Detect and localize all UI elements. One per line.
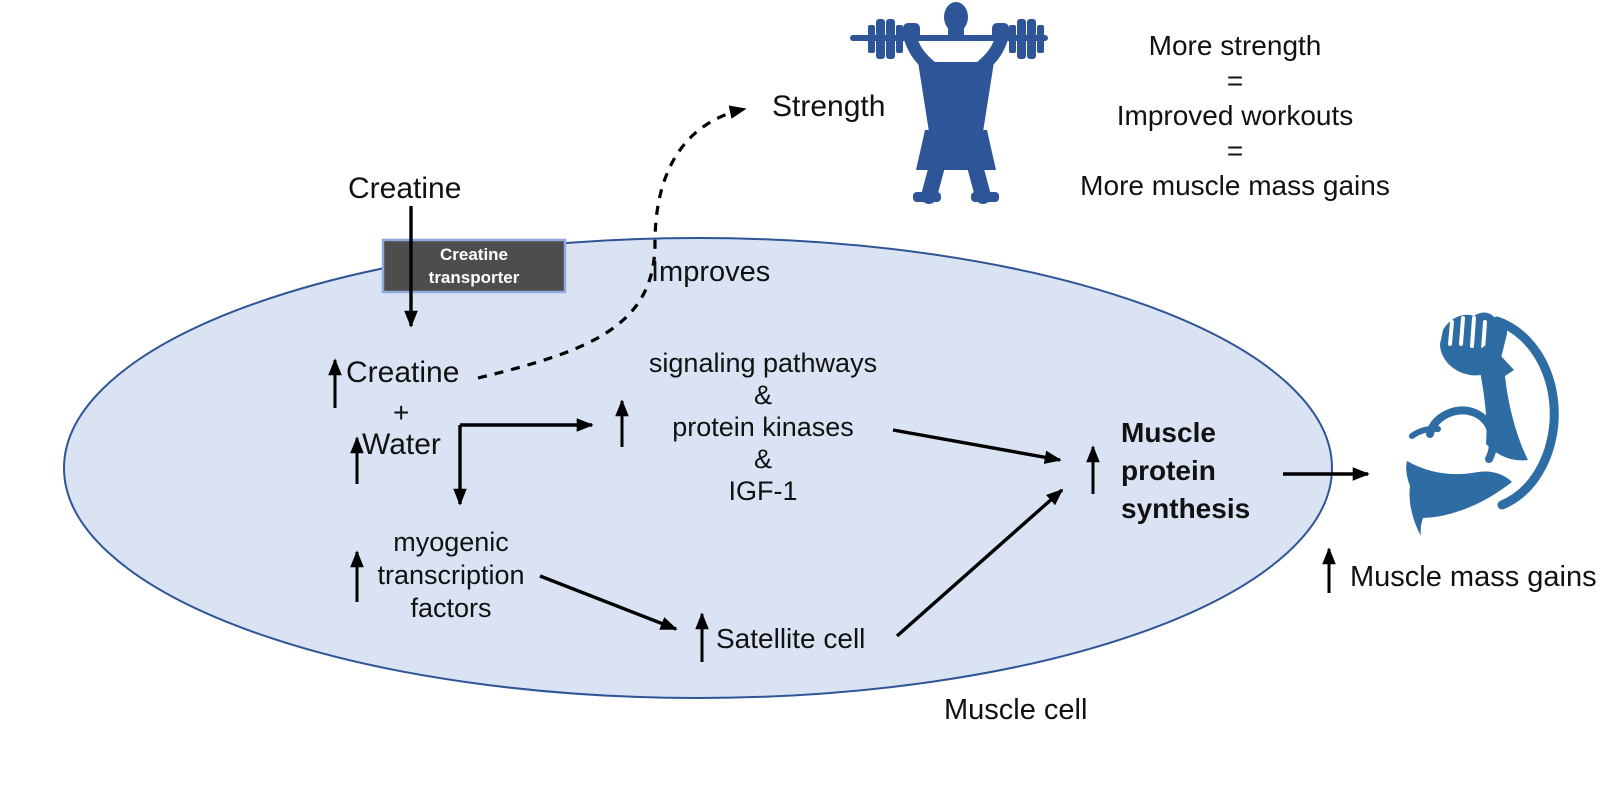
strength-label: Strength [772, 90, 886, 123]
ampersand: & [753, 444, 772, 474]
creatine-intracellular-label: Creatine [346, 356, 460, 389]
ampersand: & [753, 380, 772, 410]
satellite-to-mps-arrow [895, 488, 1064, 638]
transporter-line-1: Creatine [439, 245, 509, 264]
muscle-protein-synthesis-block: Muscle protein synthesis [1121, 414, 1250, 528]
equation-line: Improved workouts [1116, 100, 1354, 131]
weightlifter-icon [850, 2, 1048, 204]
signaling-pathways-block: signaling pathways & protein kinases & I… [613, 347, 913, 507]
creatine-transporter-box [381, 238, 567, 294]
muscle-cell-ellipse [63, 237, 1333, 699]
flexed-bicep-icon [1406, 312, 1559, 536]
mps-line: synthesis [1121, 493, 1251, 524]
signaling-to-mps-arrow [892, 428, 1062, 464]
creatine-extracellular-label: Creatine [348, 172, 462, 205]
myogenic-transcription-factors-block: myogenic transcription factors [301, 526, 601, 625]
myogenic-line: factors [410, 593, 492, 623]
transporter-line-2: transporter [428, 268, 520, 287]
plus-sign: + [393, 397, 410, 428]
strength-equation-block: More strength = Improved workouts = More… [1035, 28, 1435, 203]
water-label: Water [362, 428, 441, 461]
signaling-line: signaling pathways [648, 348, 878, 378]
myogenic-line: transcription [377, 560, 525, 590]
signaling-line: IGF-1 [728, 476, 798, 506]
equals-sign: = [1226, 135, 1244, 166]
signaling-line: protein kinases [672, 412, 854, 442]
improves-label: Improves [651, 256, 771, 288]
mps-line: protein [1121, 455, 1216, 486]
myogenic-to-satellite-arrow [539, 574, 678, 631]
creatine-transporter-label: Creatine transporter [383, 240, 565, 292]
myogenic-line: myogenic [393, 527, 509, 557]
muscle-mass-gains-label: Muscle mass gains [1350, 561, 1597, 593]
mps-line: Muscle [1121, 417, 1216, 448]
equals-sign: = [1226, 65, 1244, 96]
equation-line: More strength [1148, 30, 1322, 61]
satellite-cell-label: Satellite cell [716, 623, 866, 654]
muscle-cell-label: Muscle cell [944, 694, 1088, 726]
equation-line: More muscle mass gains [1080, 170, 1390, 201]
